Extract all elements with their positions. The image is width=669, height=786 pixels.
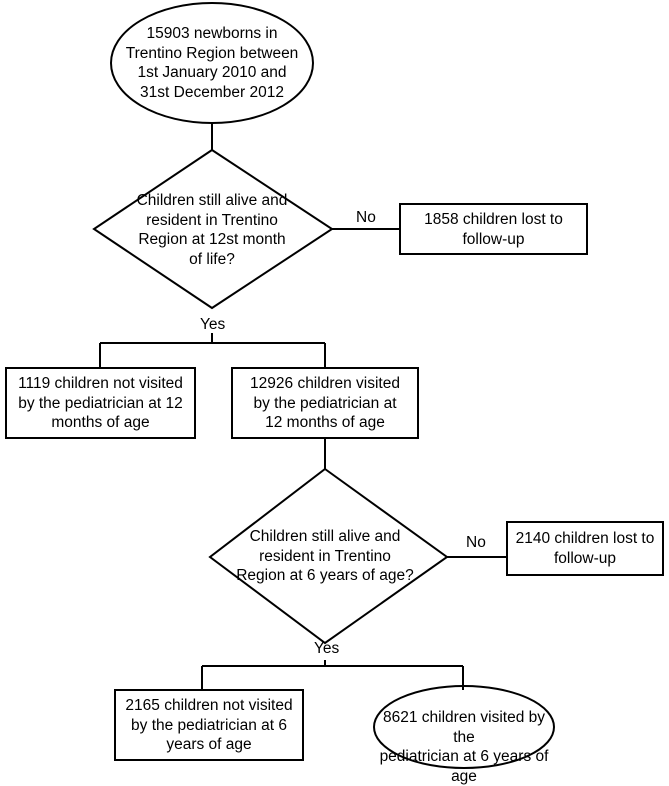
start-text: 15903 newborns in Trentino Region betwee… xyxy=(125,25,299,101)
decision2-text: Children still alive and resident in Tre… xyxy=(236,528,414,584)
not-visited-12m-text: 1119 children not visited by the pediatr… xyxy=(18,375,183,431)
not-visited-12m-box xyxy=(5,367,196,439)
lost2-box xyxy=(506,521,664,576)
decision2-no-label: No xyxy=(466,534,486,551)
visited-12m-text: 12926 children visited by the pediatrici… xyxy=(250,375,400,431)
decision1-diamond xyxy=(92,148,334,310)
visited-6y-text: 8621 children visited by the pediatricia… xyxy=(379,709,549,785)
not-visited-6y-text: 2165 children not visited by the pediatr… xyxy=(125,697,293,753)
not-visited-6y-box xyxy=(114,689,304,761)
decision1-no-label: No xyxy=(356,209,376,226)
decision2-diamond xyxy=(208,467,449,645)
decision1-yes-label: Yes xyxy=(200,316,226,333)
decision2-yes-label: Yes xyxy=(314,640,340,657)
lost1-box xyxy=(399,203,588,255)
decision1-text: Children still alive and resident in Tre… xyxy=(136,192,288,268)
lost2-text: 2140 children lost to follow-up xyxy=(515,530,655,567)
lost1-text: 1858 children lost to follow-up xyxy=(424,211,563,248)
visited-6y-oval xyxy=(373,685,555,769)
